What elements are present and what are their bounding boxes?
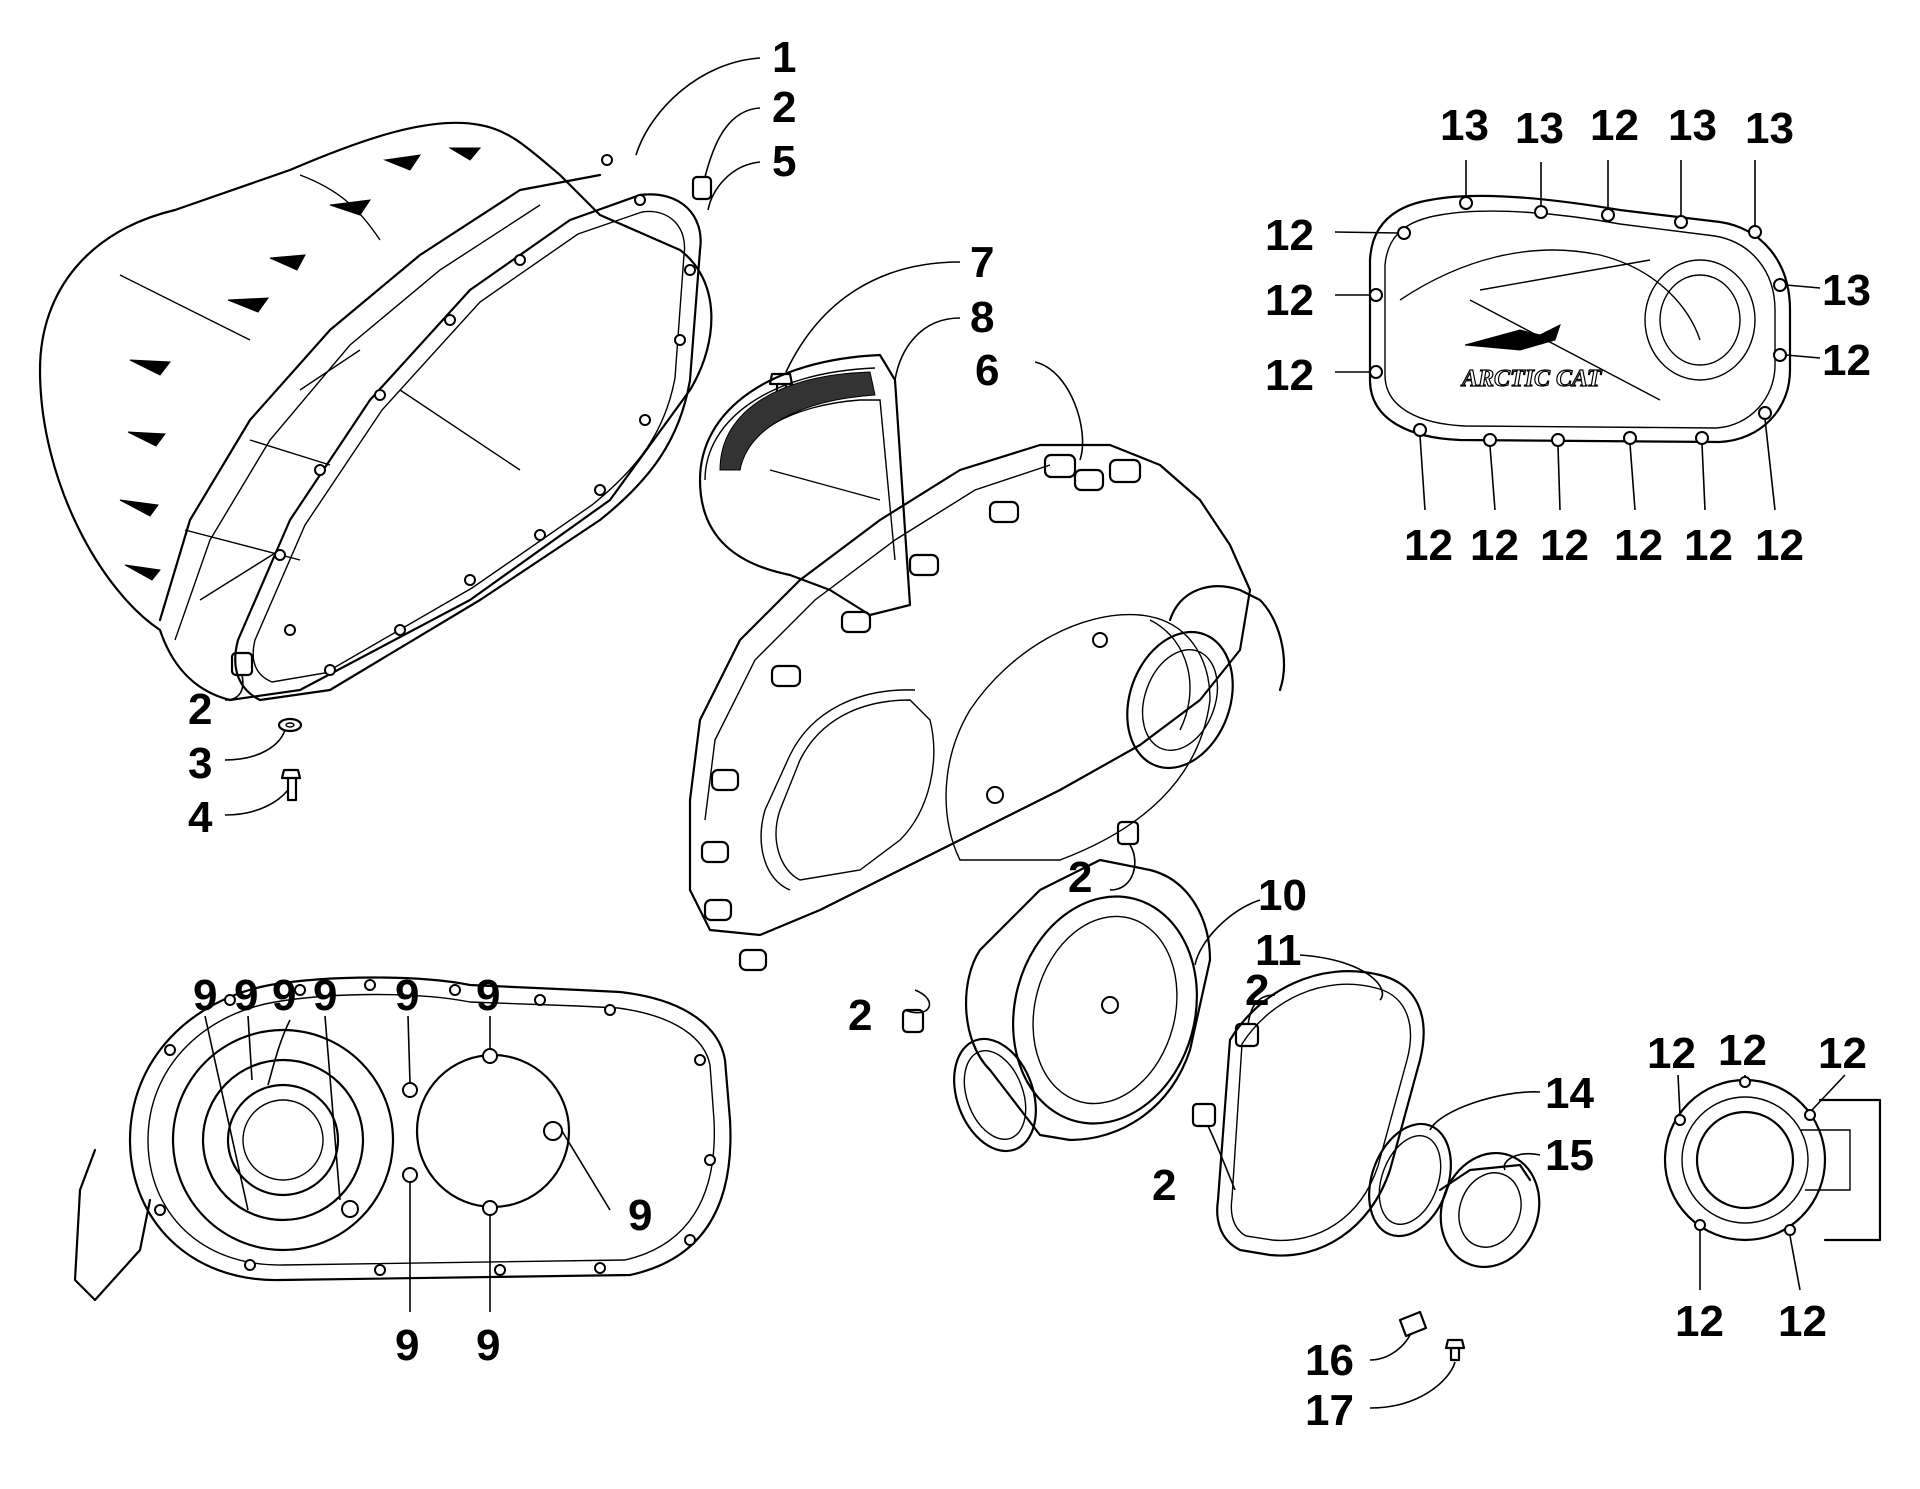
callout-2: 2 bbox=[1152, 1161, 1176, 1210]
callout-9: 9 bbox=[395, 971, 419, 1020]
callout-10: 10 bbox=[1258, 871, 1307, 920]
screw-17 bbox=[1444, 1338, 1466, 1362]
callout-12: 12 bbox=[1647, 1029, 1696, 1078]
brand-logo: ARCTIC CAT bbox=[1460, 366, 1603, 392]
callout-12: 12 bbox=[1265, 211, 1314, 260]
callout-4: 4 bbox=[188, 793, 213, 842]
outer-cover-top-view: ARCTIC CAT bbox=[1368, 194, 1792, 447]
callout-12: 12 bbox=[1684, 521, 1733, 570]
callout-15: 15 bbox=[1545, 1131, 1594, 1180]
cover-holes-top-left bbox=[274, 154, 696, 676]
dowel-pin-2f bbox=[1191, 1102, 1217, 1128]
dowel-pin-2d bbox=[901, 1008, 925, 1034]
callout-5: 5 bbox=[772, 137, 796, 186]
seal-14 bbox=[1368, 1122, 1452, 1238]
callout-1: 1 bbox=[772, 33, 796, 82]
callout-12: 12 bbox=[1755, 521, 1804, 570]
callout-9: 9 bbox=[272, 971, 296, 1020]
duct-gasket-11 bbox=[1216, 970, 1425, 1257]
callout-6: 6 bbox=[975, 346, 999, 395]
callout-12: 12 bbox=[1718, 1026, 1767, 1075]
callout-9: 9 bbox=[476, 1321, 500, 1370]
washer-3 bbox=[277, 717, 303, 733]
callout-12: 12 bbox=[1614, 521, 1663, 570]
bearing-15 bbox=[1438, 1151, 1541, 1269]
callout-9: 9 bbox=[313, 971, 337, 1020]
outer-clutch-cover bbox=[38, 121, 713, 702]
callout-12: 12 bbox=[1265, 351, 1314, 400]
callout-9: 9 bbox=[476, 971, 500, 1020]
dowel-pin-2a bbox=[691, 175, 713, 201]
callout-12: 12 bbox=[1470, 521, 1519, 570]
callout-9: 9 bbox=[193, 971, 217, 1020]
callout-14: 14 bbox=[1545, 1069, 1594, 1118]
callout-9: 9 bbox=[628, 1191, 652, 1240]
callout-13: 13 bbox=[1515, 104, 1564, 153]
callout-3: 3 bbox=[188, 739, 212, 788]
dowel-pin-2e bbox=[1234, 1022, 1260, 1048]
callout-2: 2 bbox=[188, 685, 212, 734]
clip-16 bbox=[1398, 1310, 1428, 1338]
callout-16: 16 bbox=[1305, 1336, 1354, 1385]
dowel-pin-2c bbox=[1116, 820, 1140, 846]
deflector-plate-8 bbox=[698, 353, 912, 617]
callout-12: 12 bbox=[1590, 101, 1639, 150]
air-duct-housing-10 bbox=[953, 858, 1212, 1153]
callout-2: 2 bbox=[772, 83, 796, 132]
inner-clutch-cover-6 bbox=[688, 443, 1286, 972]
callout-13: 13 bbox=[1745, 104, 1794, 153]
callout-12: 12 bbox=[1404, 521, 1453, 570]
callout-12: 12 bbox=[1818, 1029, 1867, 1078]
callout-numbers: 1 2 5 2 3 4 7 8 6 2 2 13 13 12 13 13 12 … bbox=[188, 33, 1871, 1435]
callout-12: 12 bbox=[1265, 276, 1314, 325]
callout-2: 2 bbox=[1068, 853, 1092, 902]
callout-13: 13 bbox=[1668, 101, 1717, 150]
callout-17: 17 bbox=[1305, 1386, 1354, 1435]
inner-cover-front-view bbox=[73, 976, 732, 1302]
outer-cover-gasket bbox=[234, 193, 702, 702]
callout-12: 12 bbox=[1675, 1297, 1724, 1346]
callout-9: 9 bbox=[234, 971, 258, 1020]
leader-lines bbox=[204, 57, 1846, 1409]
callout-9: 9 bbox=[395, 1321, 419, 1370]
callout-11: 11 bbox=[1255, 926, 1302, 975]
callout-8: 8 bbox=[970, 293, 994, 342]
callout-2: 2 bbox=[848, 991, 872, 1040]
duct-front-view bbox=[1663, 1076, 1882, 1242]
callout-12: 12 bbox=[1540, 521, 1589, 570]
callout-13: 13 bbox=[1440, 101, 1489, 150]
callout-7: 7 bbox=[970, 238, 994, 287]
callout-12: 12 bbox=[1778, 1297, 1827, 1346]
callout-12: 12 bbox=[1822, 336, 1871, 385]
cap-screw-4 bbox=[280, 768, 302, 802]
callout-13: 13 bbox=[1822, 266, 1871, 315]
callout-2: 2 bbox=[1245, 966, 1269, 1015]
